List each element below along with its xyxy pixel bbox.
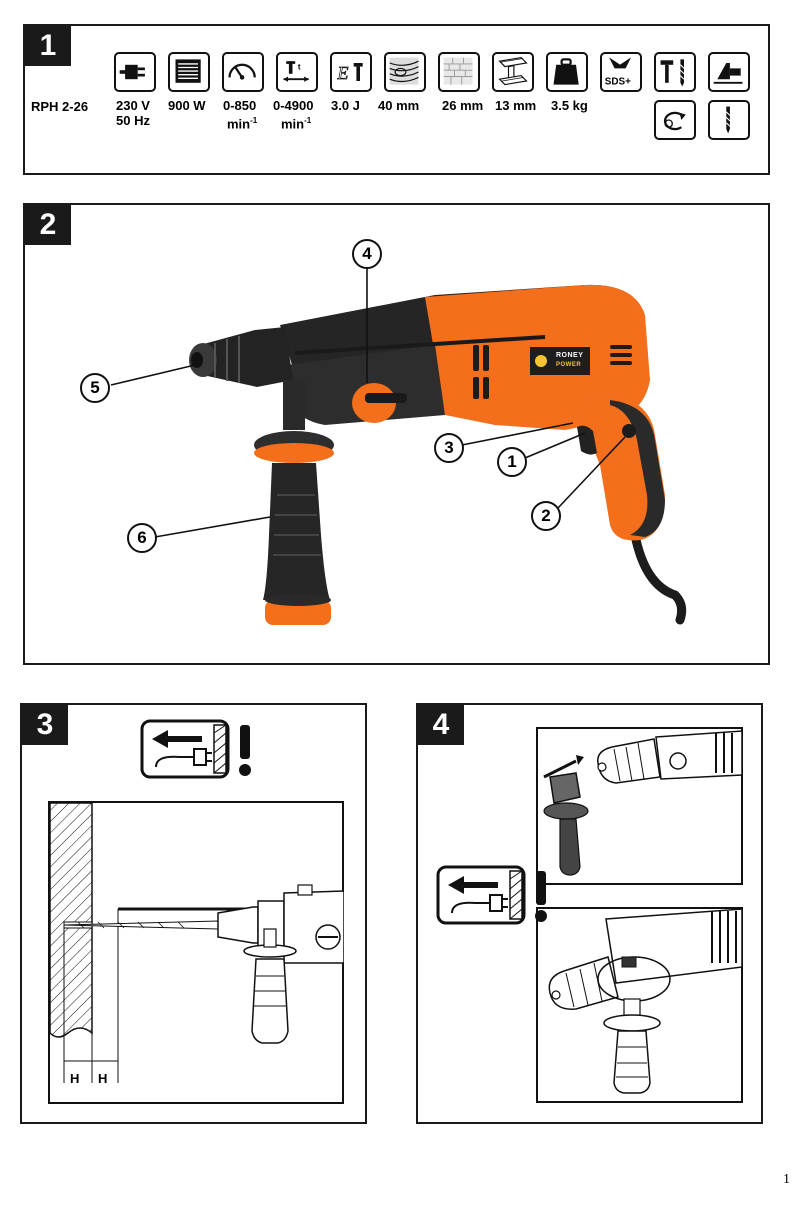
speedometer-icon [222, 52, 264, 92]
panel-number: 2 [25, 205, 71, 245]
panel-number: 1 [25, 26, 71, 66]
callout-5-sds-chuck: 5 [80, 373, 110, 403]
page-number: 1 [783, 1172, 790, 1187]
panel-side-handle-mounting: 4 [416, 703, 763, 1124]
weight-icon [546, 52, 588, 92]
brand-subname: POWER [556, 362, 582, 368]
spec-steel: 13 mm [495, 98, 537, 113]
spec-masonry: 26 mm [442, 98, 484, 113]
speed-unit: min [227, 116, 251, 132]
impact-rate-icon: t [276, 52, 318, 92]
depth-label-drill: H [98, 1071, 108, 1086]
callout-1-trigger: 1 [497, 447, 527, 477]
callout-3-trigger-lock: 3 [434, 433, 464, 463]
panel-number: 3 [22, 705, 68, 745]
panel-tool-overview: 2 [23, 203, 770, 665]
frequency-value: 50 Hz [116, 113, 150, 128]
sds-label: SDS+ [605, 77, 631, 88]
model-name: RPH 2-26 [31, 99, 89, 114]
spec-impact-rate: 0-4900 min-1 [273, 98, 313, 131]
spec-wood: 40 mm [378, 98, 420, 113]
speed-value: 0-850 [223, 98, 257, 113]
plug-icon [114, 52, 156, 92]
drill-mode-icon [708, 100, 750, 140]
chisel-mode-icon [708, 52, 750, 92]
depth-label-wall: H [70, 1071, 80, 1086]
side-handle-mounted-illustration [536, 907, 743, 1103]
panel-number: 4 [418, 705, 464, 745]
unplug-warning-icon [140, 719, 251, 779]
rotary-hammer-illustration [110, 269, 687, 625]
callout-2-lock-button: 2 [531, 501, 561, 531]
rotation-icon [654, 100, 696, 140]
spec-power: 900 W [168, 98, 206, 113]
depth-stop-illustration [48, 801, 344, 1104]
impact-value: 0-4900 [273, 98, 314, 113]
panel-depth-gauge: 3 [20, 703, 367, 1124]
wood-icon [384, 52, 426, 92]
side-handle-insert-illustration [536, 727, 743, 885]
brand-name: RONEY [556, 352, 584, 359]
motor-icon [168, 52, 210, 92]
hammer-drill-mode-icon [654, 52, 696, 92]
callout-6-side-handle: 6 [127, 523, 157, 553]
steel-icon [492, 52, 534, 92]
spec-weight: 3.5 kg [551, 98, 588, 113]
impact-unit-exponent: -1 [304, 116, 312, 125]
impact-unit: min [281, 116, 305, 132]
sds-chuck-icon: SDS+ [600, 52, 642, 92]
energy-icon: E [330, 52, 372, 92]
spec-voltage: 230 V 50 Hz [116, 98, 150, 128]
spec-energy: 3.0 J [331, 98, 360, 113]
callout-4-mode-selector: 4 [352, 239, 382, 269]
speed-unit-exponent: -1 [250, 116, 258, 125]
svg-text:t: t [298, 62, 301, 71]
svg-text:E: E [337, 63, 349, 83]
masonry-icon [438, 52, 480, 92]
spec-speed: 0-850 min-1 [223, 98, 257, 131]
voltage-value: 230 V [116, 98, 150, 113]
unplug-warning-icon [436, 865, 547, 925]
panel-technical-data: 1 RPH 2-26 t E SDS+ 230 V 50 [23, 24, 770, 175]
